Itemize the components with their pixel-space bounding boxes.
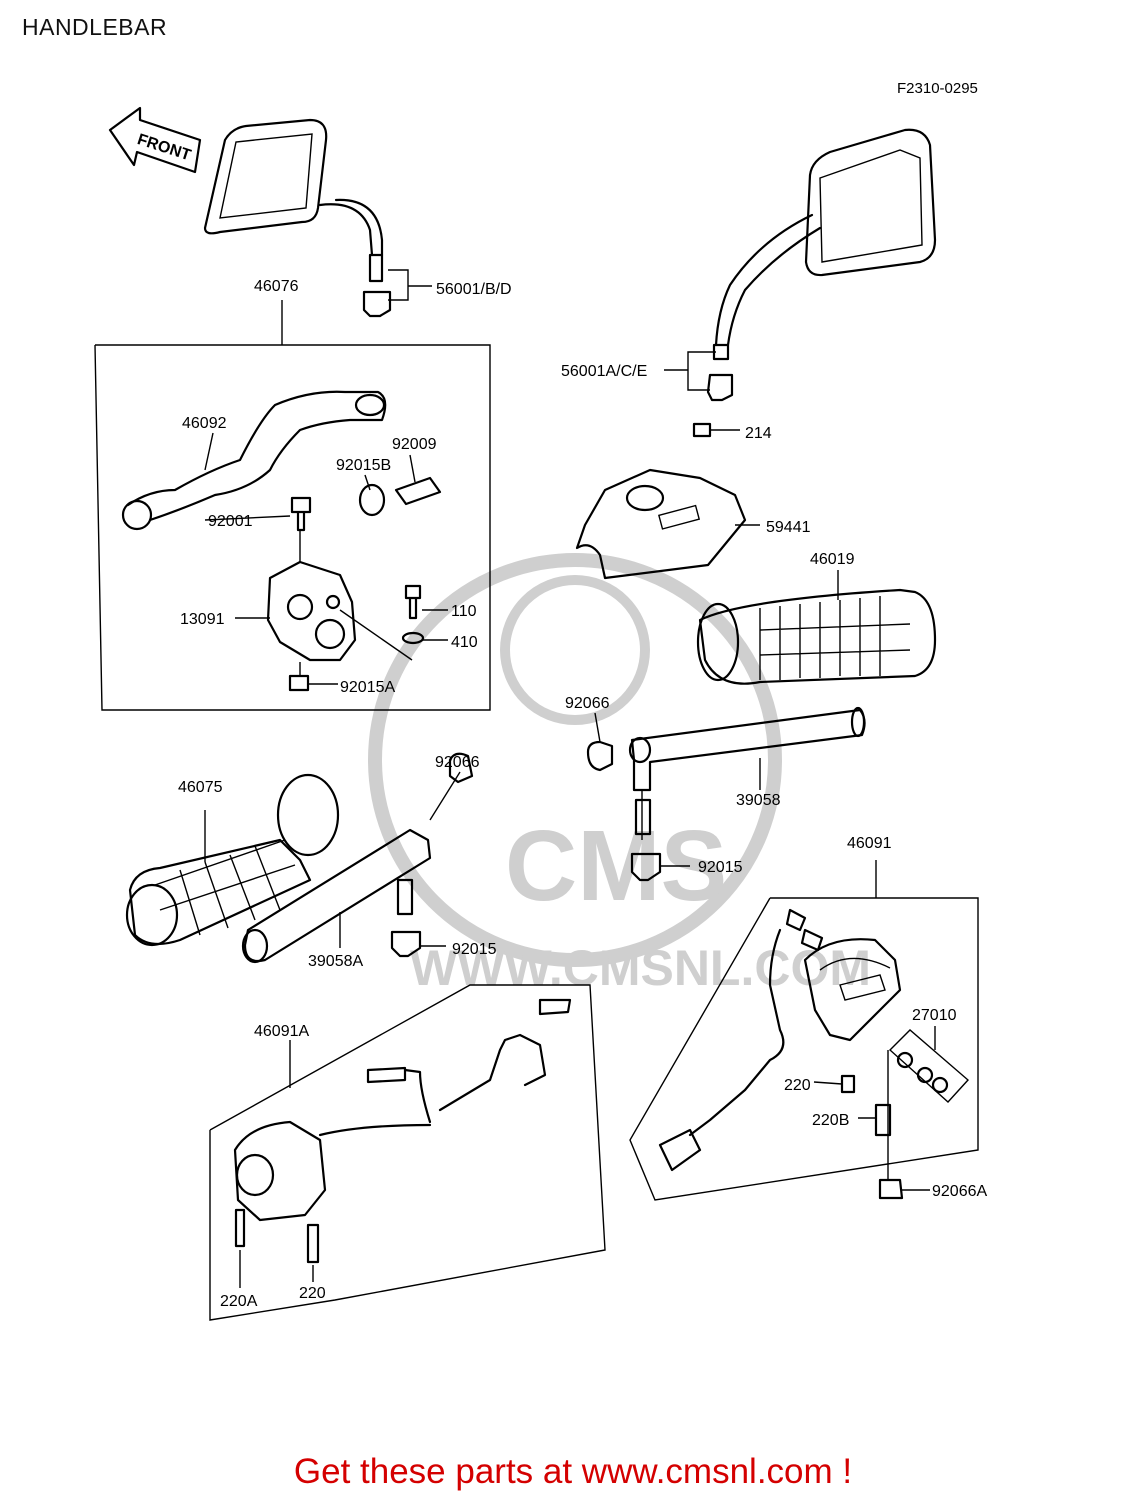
label-46019: 46019 <box>810 551 855 568</box>
left-grip <box>125 773 340 947</box>
figure-code: F2310-0295 <box>897 80 978 97</box>
label-59441: 59441 <box>766 519 811 536</box>
label-92066-right: 92066 <box>565 695 610 712</box>
label-92066a: 92066A <box>932 1183 987 1200</box>
page-title: HANDLEBAR <box>22 14 168 40</box>
label-56001bd: 56001/B/D <box>436 281 512 298</box>
front-arrow-label: FRONT <box>135 131 193 164</box>
label-110: 110 <box>451 603 477 620</box>
label-27010: 27010 <box>912 1007 957 1024</box>
clutch-lever <box>121 390 387 531</box>
label-46076: 46076 <box>254 278 299 295</box>
watermark-url: WWW.CMSNL.COM <box>410 940 871 996</box>
label-92015a: 92015A <box>340 679 395 696</box>
label-92009: 92009 <box>392 436 437 453</box>
label-410: 410 <box>451 634 478 651</box>
left-pipe <box>241 828 432 964</box>
label-214: 214 <box>745 425 772 442</box>
throttle-pipe <box>628 706 866 840</box>
left-switch-assembly <box>233 998 572 1222</box>
throttle-cover <box>575 468 747 580</box>
label-92015-right: 92015 <box>698 859 743 876</box>
left-mirror <box>203 118 392 318</box>
washer-92015b <box>358 483 386 517</box>
lever-holder <box>266 560 357 662</box>
parts-diagram: CMS WWW.CMSNL.COM FRONT <box>94 106 987 1321</box>
label-92015b: 92015B <box>336 457 391 474</box>
label-56001ace: 56001A/C/E <box>561 363 647 380</box>
label-46075: 46075 <box>178 779 223 796</box>
label-46091: 46091 <box>847 835 892 852</box>
promo-link[interactable]: Get these parts at www.cmsnl.com ! <box>293 1452 853 1491</box>
label-46091a: 46091A <box>254 1023 309 1040</box>
label-92015-left: 92015 <box>452 941 497 958</box>
watermark: CMS WWW.CMSNL.COM <box>368 553 871 996</box>
label-220a: 220A <box>220 1293 258 1310</box>
part-labels: 56001/B/D 46076 46092 92009 92015B 92001… <box>178 278 987 1310</box>
front-arrow-icon: FRONT <box>108 106 202 174</box>
label-39058: 39058 <box>736 792 781 809</box>
right-grip <box>696 588 937 685</box>
leader-lines <box>204 432 936 1288</box>
label-92001: 92001 <box>208 513 253 530</box>
watermark-logo: CMS <box>505 810 727 922</box>
right-switch-assembly <box>658 908 902 1172</box>
right-mirror <box>706 128 937 402</box>
label-92066-left: 92066 <box>435 754 480 771</box>
label-39058a: 39058A <box>308 953 363 970</box>
label-46092: 46092 <box>182 415 227 432</box>
adjuster-92009 <box>394 476 442 506</box>
label-13091: 13091 <box>180 611 225 628</box>
label-220b: 220B <box>812 1112 849 1129</box>
label-220-left: 220 <box>299 1285 326 1302</box>
label-220-right: 220 <box>784 1077 811 1094</box>
